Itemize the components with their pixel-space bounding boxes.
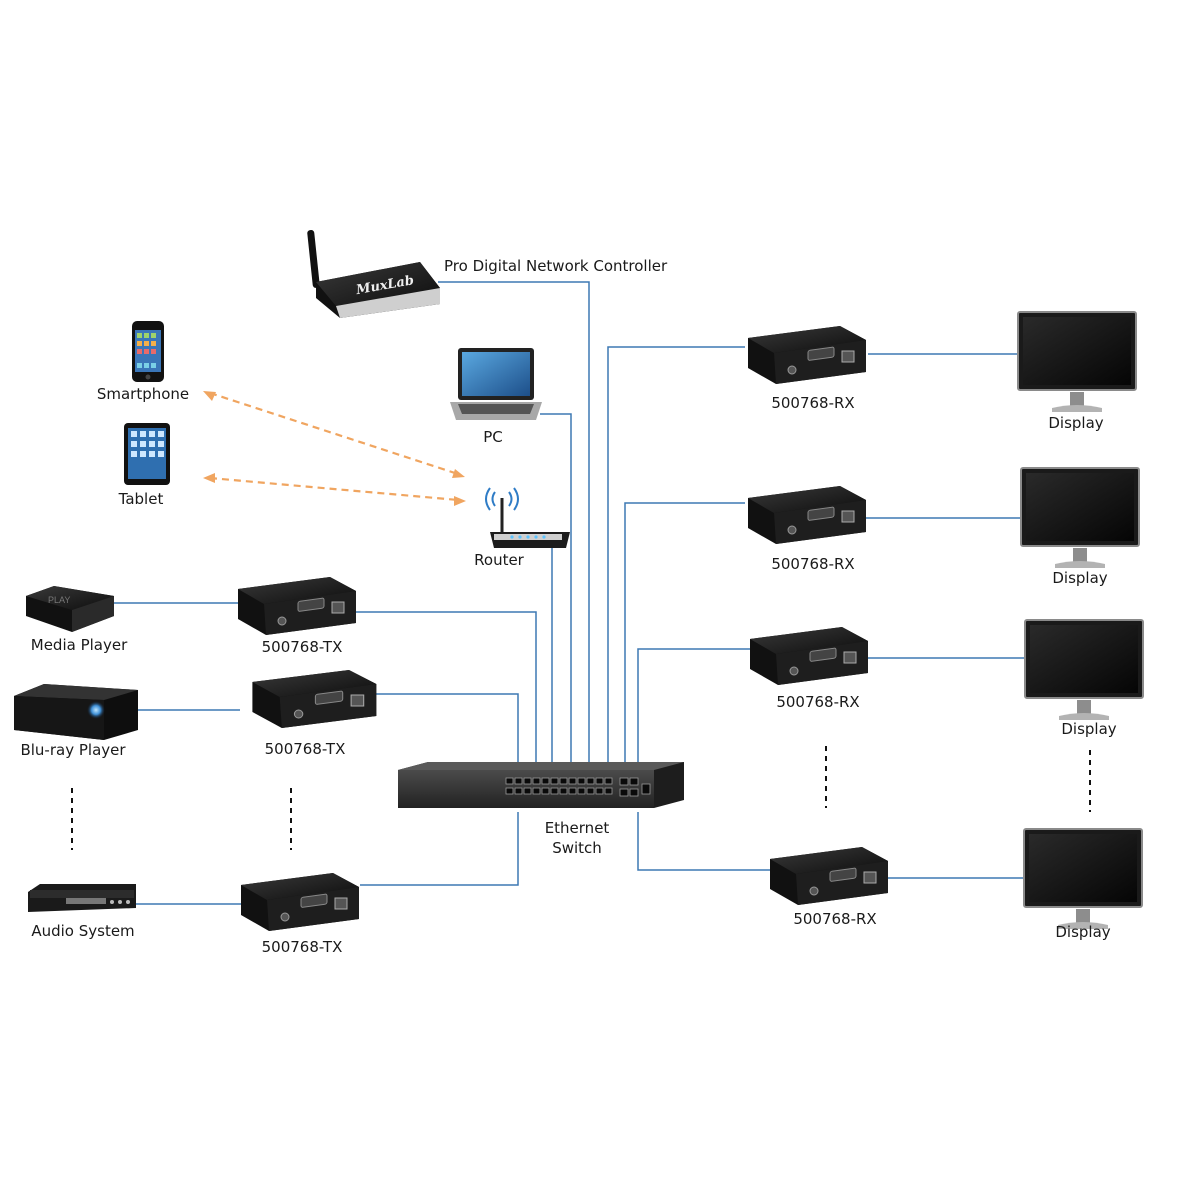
display-monitor-1: [1017, 311, 1137, 413]
rx-unit-3: [749, 626, 869, 686]
tx-unit-1: [237, 576, 357, 636]
tablet-icon: [124, 423, 170, 485]
media-player-brand-text: PLAY: [48, 595, 70, 605]
cable-rx3: [637, 648, 750, 782]
display-monitor-4: [1023, 828, 1143, 930]
display-monitor-2: [1020, 467, 1140, 569]
router-icon: [485, 487, 570, 548]
switch-label-line-1: Ethernet: [544, 819, 610, 837]
arrowhead-tablet: [203, 473, 215, 483]
tx-unit-3: [240, 872, 360, 932]
cable-rx1: [607, 346, 745, 782]
rx-label-3: 500768-RX: [776, 693, 860, 711]
tx-label-2: 500768-TX: [264, 740, 346, 758]
cable-rx2: [624, 502, 745, 782]
ethernet-switch-icon: [398, 762, 684, 808]
display-label-3: Display: [1061, 720, 1117, 738]
rx-unit-1: [747, 325, 867, 385]
display-label-2: Display: [1052, 569, 1108, 587]
controller-label: Pro Digital Network Controller: [444, 257, 668, 275]
antenna: [307, 230, 320, 288]
smartphone-icon: [132, 321, 164, 382]
continuation-markers: [71, 746, 1091, 850]
media-player-icon: PLAY: [26, 586, 114, 632]
audio-system-label: Audio System: [31, 922, 135, 940]
display-monitors: [1017, 311, 1144, 930]
media-player-label: Media Player: [30, 636, 128, 654]
switch-ports: [505, 777, 651, 797]
receiver-units: [747, 325, 889, 906]
display-label-1: Display: [1048, 414, 1104, 432]
rx-unit-4: [769, 846, 889, 906]
bluray-player-icon: [14, 684, 138, 740]
rx-label-2: 500768-RX: [771, 555, 855, 573]
rx-label-1: 500768-RX: [771, 394, 855, 412]
tx-label-1: 500768-TX: [261, 638, 343, 656]
wireless-links: [209, 391, 459, 502]
arrowhead-router-1: [452, 469, 465, 478]
cable-controller: [438, 281, 590, 782]
tx-unit-2: [251, 669, 377, 729]
bluray-power-glow: [87, 701, 105, 719]
switch-label-line-2: Switch: [552, 839, 602, 857]
bluray-player-label: Blu-ray Player: [20, 741, 126, 759]
display-label-4: Display: [1055, 923, 1111, 941]
cable-pc: [540, 413, 572, 782]
rx-label-4: 500768-RX: [793, 910, 877, 928]
arrowhead-smartphone: [203, 391, 216, 401]
smartphone-label: Smartphone: [96, 385, 190, 403]
wireless-arrowheads: [203, 391, 466, 506]
arrowhead-router-2: [454, 496, 466, 506]
cable-lines: [112, 281, 1024, 905]
cable-tx2: [365, 693, 519, 782]
router-label: Router: [474, 551, 524, 569]
network-controller-device: MuxLab: [307, 230, 440, 318]
pc-label: PC: [483, 428, 503, 446]
tx-label-3: 500768-TX: [261, 938, 343, 956]
wireless-tablet-router: [209, 476, 459, 502]
laptop-icon: [450, 348, 542, 420]
display-monitor-3: [1024, 619, 1144, 721]
audio-system-icon: [28, 884, 136, 912]
rx-unit-2: [747, 485, 867, 545]
cable-tx1: [352, 611, 537, 782]
switch-label: Ethernet Switch: [545, 818, 610, 858]
wireless-smartphone-router: [209, 391, 459, 476]
cable-tx3: [360, 812, 519, 886]
tablet-label: Tablet: [118, 490, 164, 508]
cable-rx4: [637, 812, 770, 871]
